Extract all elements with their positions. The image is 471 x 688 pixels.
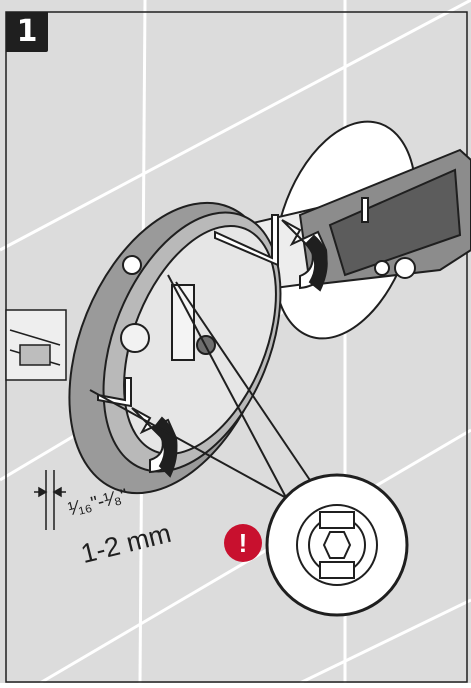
rotation-arrow [131,219,328,478]
gap-dimension-arrows [34,470,66,530]
callout-lines [89,274,321,506]
detail-circle-icon [265,473,409,617]
trim-housing [68,201,282,495]
left-pipe [5,309,67,381]
warning-icon: ! [224,524,262,562]
step-number-badge: 1 [6,12,48,52]
